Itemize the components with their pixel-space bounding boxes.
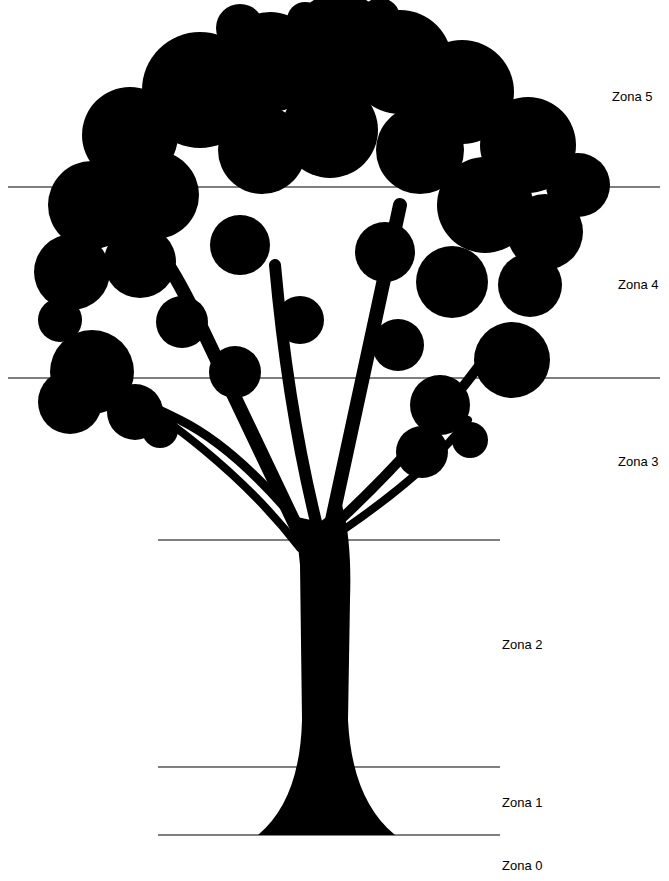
tree-branches <box>100 205 482 548</box>
zone-label: Zona 4 <box>618 277 658 293</box>
zone-lines <box>8 187 660 835</box>
zone-label: Zona 5 <box>612 89 652 105</box>
tree-trunk <box>258 505 395 835</box>
zone-label: Zona 1 <box>502 795 542 811</box>
zone-label: Zona 0 <box>502 858 542 874</box>
tree-crown <box>34 0 610 478</box>
zone-label: Zona 2 <box>502 637 542 653</box>
zone-label: Zona 3 <box>618 454 658 470</box>
